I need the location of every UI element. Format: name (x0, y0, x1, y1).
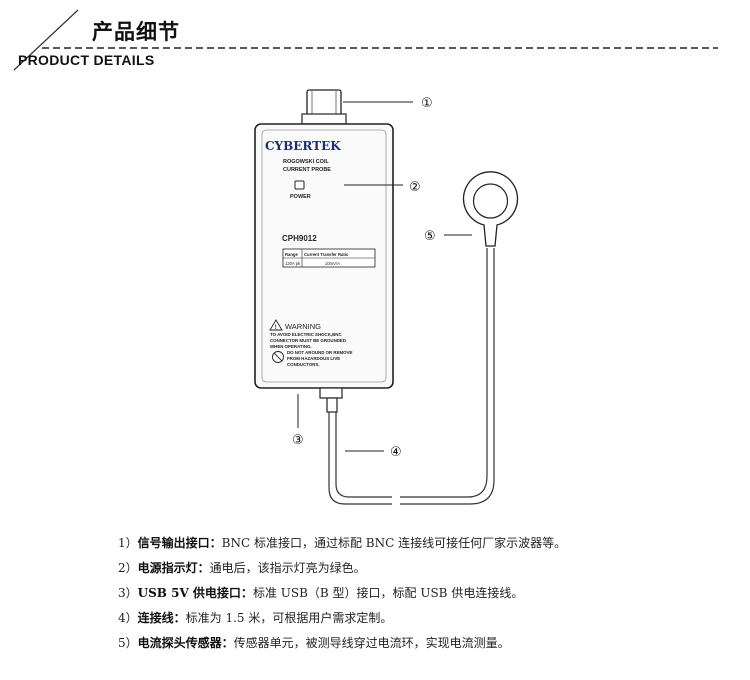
feature-label: 连接线： (137, 611, 186, 625)
feature-label: 信号输出接口： (137, 536, 222, 550)
notice-line-1: DO NOT AROUND OR REMOVE (287, 350, 353, 355)
feature-number: 2） (118, 561, 138, 575)
callout-5: ⑤ (424, 229, 436, 244)
feature-label: 电流探头传感器： (137, 636, 234, 650)
warning-triangle-icon (269, 319, 283, 331)
page-title: 产品细节 (92, 20, 180, 44)
feature-number: 5） (118, 636, 138, 650)
notice-block: DO NOT AROUND OR REMOVE FROM HAZARDOUS L… (272, 350, 353, 367)
feature-text: 通电后，该指示灯亮为绿色。 (209, 561, 366, 575)
header-slash-line (13, 9, 79, 71)
page-subtitle: PRODUCT DETAILS (18, 52, 155, 68)
feature-text: BNC 标准接口，通过标配 BNC 连接线可接任何厂家示波器等。 (221, 536, 567, 550)
feature-list: 1）信号输出接口：BNC 标准接口，通过标配 BNC 连接线可接任何厂家示波器等… (118, 531, 738, 656)
feature-item-power-led: 2）电源指示灯：通电后，该指示灯亮为绿色。 (118, 556, 738, 581)
table-header-ratio: Current Transfer Ratio (304, 252, 349, 257)
spec-table: Range Current Transfer Ratio 120A pk 10m… (282, 248, 376, 268)
feature-number: 1） (118, 536, 138, 550)
warning-line-2: CONNECTOR MUST BE GROUNDED (270, 338, 346, 343)
feature-number: 3） (118, 586, 138, 600)
svg-text:!: ! (275, 325, 277, 331)
table-header-range: Range (285, 252, 298, 257)
callout-3: ③ (292, 433, 304, 448)
bnc-connector (301, 89, 347, 125)
feature-item-sensor: 5）电流探头传感器：传感器单元，被测导线穿过电流环，实现电流测量。 (118, 631, 738, 656)
table-cell-range: 120A pk (285, 261, 301, 266)
notice-line-2: FROM HAZARDOUS LIVE (287, 356, 340, 361)
feature-item-cable: 4）连接线：标准为 1.5 米，可根据用户需求定制。 (118, 606, 738, 631)
feature-text: 传感器单元，被测导线穿过电流环，实现电流测量。 (233, 636, 510, 650)
warning-line-1: TO AVOID ELECTRIC SHOCK,BNC (270, 332, 342, 337)
feature-text: 标准为 1.5 米，可根据用户需求定制。 (185, 611, 393, 625)
rogowski-coil (462, 171, 519, 247)
feature-text: 标准 USB（B 型）接口，标配 USB 供电连接线。 (252, 586, 524, 600)
device-model: CPH9012 (282, 234, 317, 243)
callout-4: ④ (390, 445, 402, 460)
device-subtitle-2: CURRENT PROBE (283, 167, 331, 173)
notice-line-3: CONDUCTORS. (287, 362, 320, 367)
product-diagram: CYBERTEK ROGOWSKI COIL CURRENT PROBE POW… (254, 89, 519, 505)
device-subtitle-1: ROGOWSKI COIL (283, 159, 329, 165)
table-cell-ratio: 10mV/A (325, 261, 340, 266)
warning-title: WARNING (285, 322, 321, 331)
callout-1: ① (421, 96, 433, 111)
power-label: POWER (290, 194, 311, 200)
warning-line-3: WHEN OPERATING. (270, 344, 312, 349)
section-header: 产品细节 PRODUCT DETAILS (0, 0, 750, 80)
feature-item-usb: 3）USB 5V 供电接口：标准 USB（B 型）接口，标配 USB 供电连接线… (118, 581, 738, 606)
header-decoration (13, 9, 718, 71)
connection-cable (328, 248, 495, 505)
warning-block: ! WARNING TO AVOID ELECTRIC SHOCK,BNC CO… (269, 319, 346, 349)
power-led (294, 180, 305, 190)
device-brand: CYBERTEK (265, 139, 341, 153)
callout-leaders (297, 101, 472, 452)
feature-number: 4） (118, 611, 138, 625)
callout-2: ② (409, 180, 421, 195)
feature-label: USB 5V 供电接口： (137, 586, 253, 600)
feature-label: 电源指示灯： (137, 561, 210, 575)
feature-item-bnc: 1）信号输出接口：BNC 标准接口，通过标配 BNC 连接线可接任何厂家示波器等… (118, 531, 738, 556)
cable-strain-relief (319, 387, 343, 413)
